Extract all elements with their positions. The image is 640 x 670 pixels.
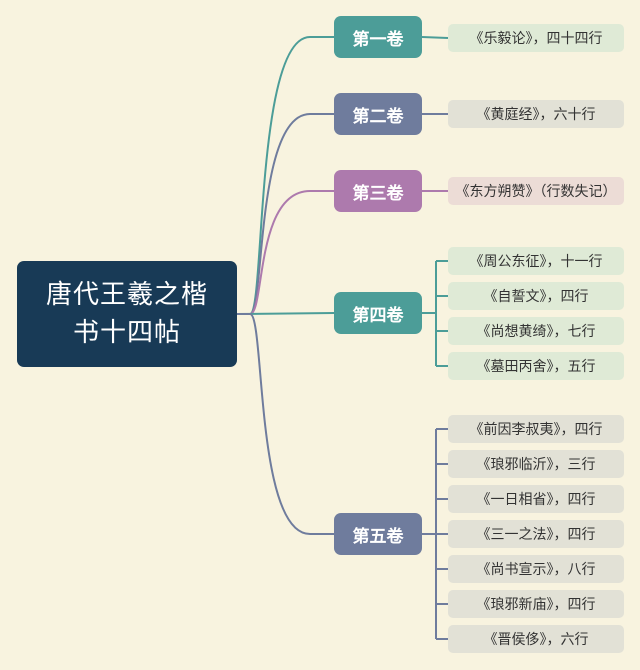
volume-1-node: 第一卷	[334, 16, 422, 58]
volume-5-label: 第五卷	[352, 526, 404, 547]
branch-line-5	[237, 313, 334, 535]
volume-4-node: 第四卷	[334, 292, 422, 334]
leaf-line	[421, 36, 449, 39]
volume-3-node: 第三卷	[334, 170, 422, 212]
text-item: 《琅邪临沂》，三行	[448, 450, 624, 478]
volume-5-node: 第五卷	[334, 513, 422, 555]
branch-line-2	[237, 113, 334, 315]
text-item: 《墓田丙舍》，五行	[448, 352, 624, 380]
text-item: 《琅邪新庙》，四行	[448, 590, 624, 618]
volume-2-label: 第二卷	[352, 106, 404, 127]
text-item: 《一日相省》，四行	[448, 485, 624, 513]
branch-line-3	[237, 190, 334, 315]
branch-line-1	[237, 36, 334, 315]
root-title: 唐代王羲之楷书十四帖	[45, 280, 208, 348]
text-item: 《东方朔赞》（行数失记）	[448, 177, 624, 205]
text-item: 《三一之法》，四行	[448, 520, 624, 548]
branch-line-4	[236, 312, 335, 315]
text-item: 《前因李叔夷》，四行	[448, 415, 624, 443]
text-item: 《自誓文》，四行	[448, 282, 624, 310]
text-item: 《尚书宣示》，八行	[448, 555, 624, 583]
volume-4-label: 第四卷	[352, 305, 404, 326]
volume-3-label: 第三卷	[352, 183, 404, 204]
text-item: 《黄庭经》，六十行	[448, 100, 624, 128]
text-item: 《乐毅论》，四十四行	[448, 24, 624, 52]
text-item: 《周公东征》，十一行	[448, 247, 624, 275]
root-node: 唐代王羲之楷书十四帖	[17, 261, 237, 367]
volume-2-node: 第二卷	[334, 93, 422, 135]
text-item: 《尚想黄绮》，七行	[448, 317, 624, 345]
text-item: 《晋侯侈》，六行	[448, 625, 624, 653]
volume-1-label: 第一卷	[352, 29, 404, 50]
